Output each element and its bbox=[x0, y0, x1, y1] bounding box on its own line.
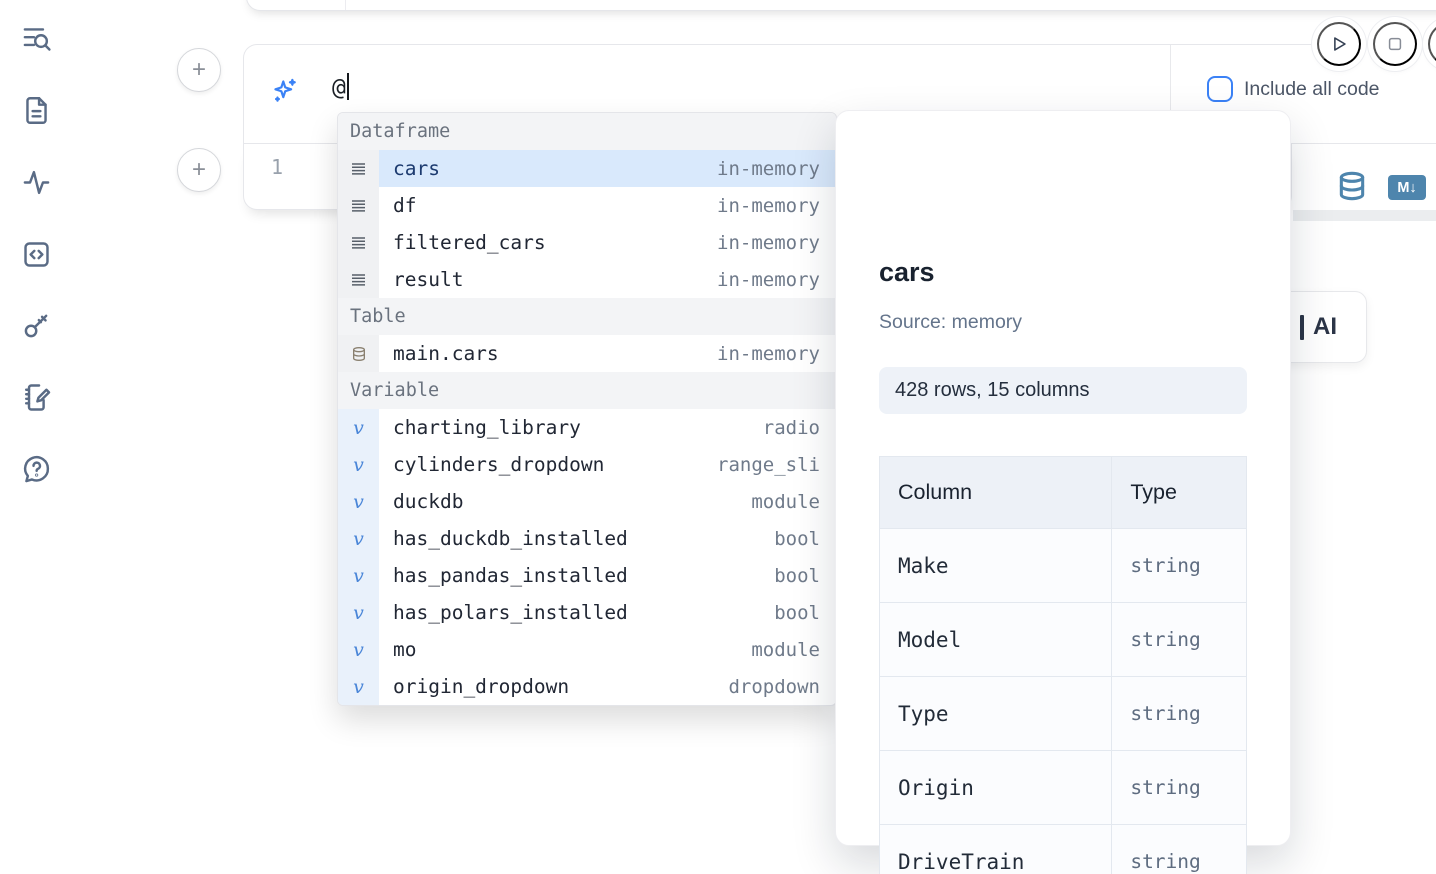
help-chat-icon[interactable] bbox=[21, 454, 52, 485]
section-header-variable: Variable bbox=[338, 372, 836, 409]
type-header: Type bbox=[1111, 456, 1247, 529]
output-area-edge bbox=[1293, 210, 1436, 221]
variable-icon: v bbox=[338, 705, 379, 706]
file-text-icon[interactable] bbox=[21, 95, 52, 126]
shape-badge: 428 rows, 15 columns bbox=[879, 367, 1247, 414]
line-number: 1 bbox=[271, 155, 284, 179]
stop-icon bbox=[1388, 37, 1402, 51]
autocomplete-item-pd[interactable]: v pdmodule bbox=[338, 705, 836, 706]
key-icon[interactable] bbox=[21, 310, 52, 341]
section-header-dataframe: Dataframe bbox=[338, 113, 836, 150]
table-of-contents-search-icon[interactable] bbox=[21, 23, 52, 54]
schema-header-row: Column Type bbox=[879, 456, 1247, 529]
include-all-code-checkbox[interactable] bbox=[1207, 76, 1233, 102]
run-cell-button[interactable] bbox=[1317, 22, 1361, 66]
dataframe-preview-popup: cars Source: memory 428 rows, 15 columns… bbox=[835, 110, 1291, 874]
dataframe-rows-icon bbox=[338, 150, 379, 187]
markdown-badge-label: M↓ bbox=[1397, 179, 1417, 196]
database-cell-action-icon[interactable] bbox=[1336, 170, 1368, 202]
dataframe-rows-icon bbox=[338, 261, 379, 298]
play-icon bbox=[1334, 37, 1346, 51]
sparkles-icon bbox=[270, 76, 299, 105]
column-header: Column bbox=[879, 456, 1113, 529]
ai-button-label: AI bbox=[1313, 313, 1337, 340]
occluded-letter bbox=[1300, 314, 1304, 340]
include-all-code-label: Include all code bbox=[1244, 78, 1380, 100]
variable-icon: v bbox=[338, 594, 379, 631]
prompt-divider bbox=[1170, 45, 1171, 144]
variable-icon: v bbox=[338, 409, 379, 446]
variable-icon: v bbox=[338, 557, 379, 594]
previous-cell-bottom-edge bbox=[246, 0, 1436, 11]
dataframe-rows-icon bbox=[338, 224, 379, 261]
add-cell-button-bottom[interactable]: + bbox=[177, 148, 221, 192]
stop-button[interactable] bbox=[1373, 22, 1417, 66]
variable-icon: v bbox=[338, 668, 379, 705]
code-square-icon[interactable] bbox=[21, 239, 52, 270]
notebook-pen-icon[interactable] bbox=[21, 382, 52, 413]
add-cell-button-top[interactable]: + bbox=[177, 48, 221, 92]
activity-icon[interactable] bbox=[21, 167, 52, 198]
variable-icon: v bbox=[338, 631, 379, 668]
dataframe-rows-icon bbox=[338, 187, 379, 224]
table-database-icon bbox=[338, 335, 379, 372]
variable-icon: v bbox=[338, 483, 379, 520]
section-header-table: Table bbox=[338, 298, 836, 335]
variable-icon: v bbox=[338, 446, 379, 483]
markdown-export-icon[interactable]: M↓ bbox=[1388, 175, 1426, 200]
variable-icon: v bbox=[338, 520, 379, 557]
text-cursor bbox=[346, 73, 349, 100]
left-sidebar bbox=[0, 0, 72, 874]
ai-prompt-input[interactable]: @ bbox=[332, 73, 349, 101]
previous-cell-gutter-line bbox=[345, 0, 346, 10]
popup-title: cars bbox=[879, 257, 935, 287]
popup-source: Source: memory bbox=[879, 311, 1023, 333]
